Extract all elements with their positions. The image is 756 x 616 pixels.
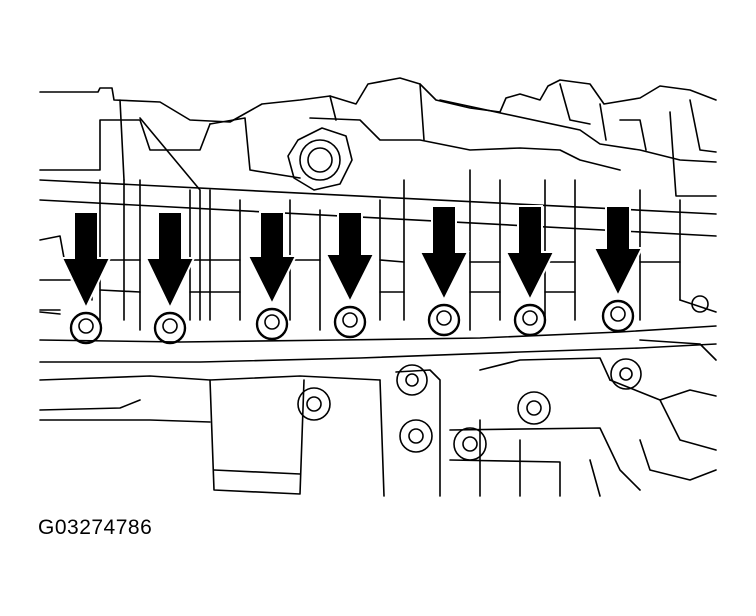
housing-outline [39,77,717,321]
arrow-5 [418,205,470,303]
flange-edge [39,295,717,363]
lower-housing [39,339,717,497]
arrow-3 [246,211,298,307]
bolt-6 [513,303,547,337]
bolt-7 [601,299,635,333]
bolt-2 [153,311,187,345]
arrow-4 [324,211,376,305]
bolt-1 [69,311,103,345]
arrow-1 [60,211,112,311]
bolt-3 [255,307,289,341]
figure-id-label: G03274786 [38,516,153,539]
bolt-4 [333,305,367,339]
arrow-6 [504,205,556,303]
bolts [69,299,635,345]
arrows [60,205,644,311]
center-nut [287,127,353,191]
arrow-2 [144,211,196,311]
lower-bosses [297,358,642,461]
bolt-5 [427,303,461,337]
arrow-7 [592,205,644,299]
